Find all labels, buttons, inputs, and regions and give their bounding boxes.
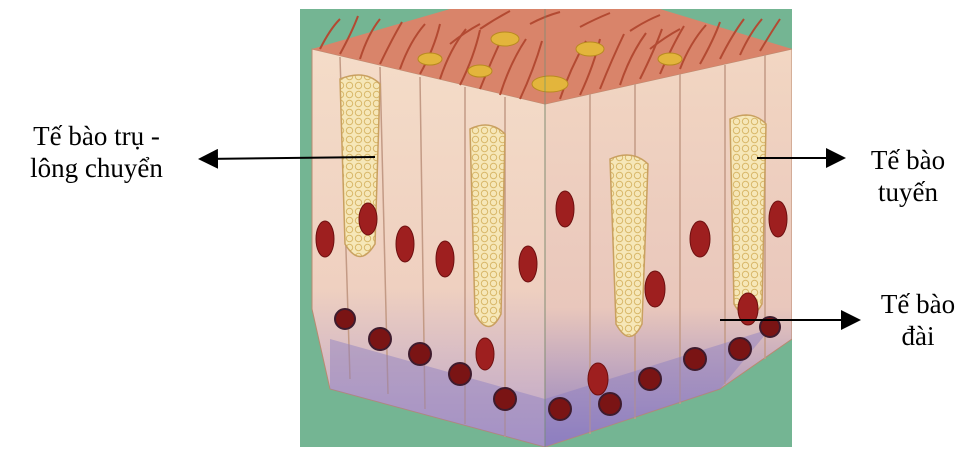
label-ciliated-columnar-cell: Tế bào trụ - lông chuyển [4, 120, 189, 184]
label-right-bottom-line1: Tế bào [858, 288, 978, 320]
label-right-top-line2: tuyến [843, 176, 973, 208]
label-right-top-line1: Tế bào [843, 144, 973, 176]
label-left-line2: lông chuyển [4, 152, 189, 184]
label-goblet-cell: Tế bào đài [858, 288, 978, 352]
label-left-line1: Tế bào trụ - [4, 120, 189, 152]
label-gland-cell: Tế bào tuyến [843, 144, 973, 208]
label-right-bottom-line2: đài [858, 320, 978, 352]
arrow-ciliated-cell [202, 157, 375, 159]
